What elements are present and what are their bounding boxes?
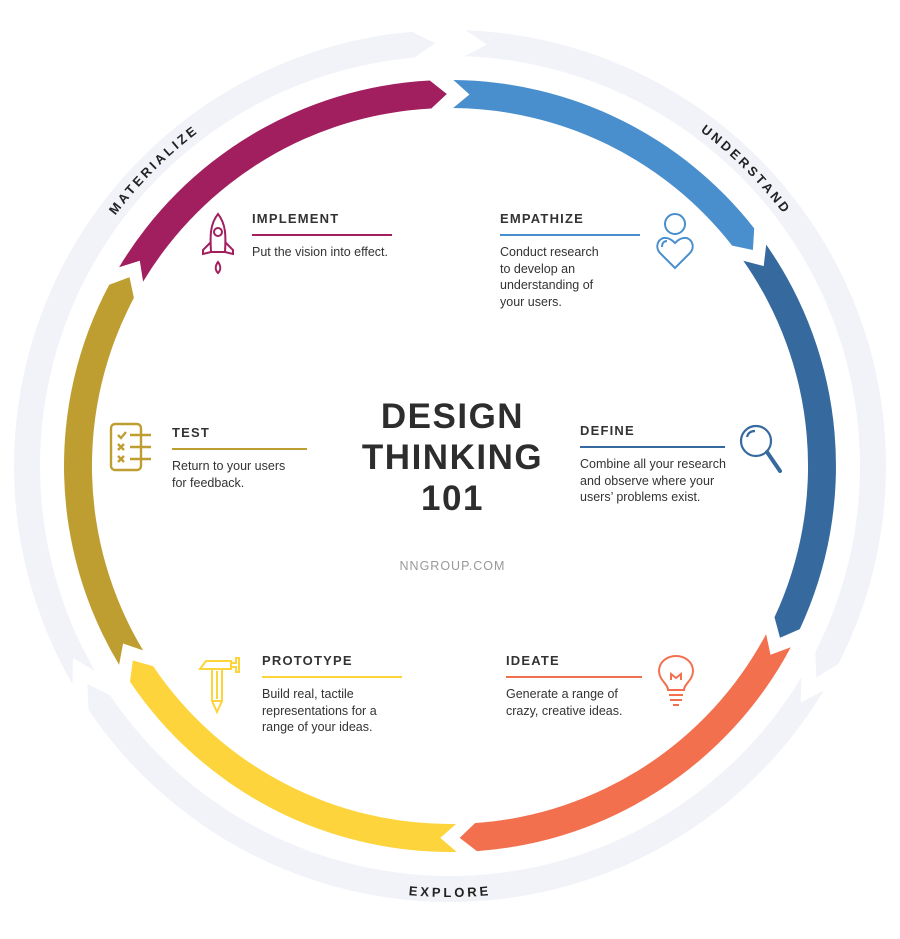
stage-desc-line: Conduct research [500,245,599,259]
stage-desc-line: Put the vision into effect. [252,245,388,259]
stage-arc-empathize [453,80,755,250]
phase-arc-materialize [14,31,436,684]
stage-desc-line: users’ problems exist. [580,490,701,504]
stage-title: IMPLEMENT [252,211,340,226]
person-heart-icon [656,213,694,270]
phase-arc-understand [464,30,886,678]
phase-arc-explore [87,677,824,903]
stage-desc-line: and observe where your [580,473,715,488]
stage-implement: IMPLEMENT Put the vision into effect. [252,211,392,261]
stage-arc-define [743,244,836,638]
stage-desc-line: representations for a [262,703,377,718]
stage-desc-line: your users. [500,294,562,309]
checklist-icon [109,422,151,472]
stage-title: PROTOTYPE [262,653,353,668]
stage-define: DEFINE Combine all your research and obs… [580,423,726,506]
divider [500,234,640,236]
stage-desc-line: Combine all your research [580,457,726,471]
divider [252,234,392,236]
lightbulb-icon [657,654,695,706]
stage-test: TEST Return to your users for feedback. [172,425,307,491]
phase-label-explore: EXPLORE [408,883,492,900]
divider [580,446,725,448]
stage-desc-line: Generate a range of [506,687,618,701]
rocket-icon [202,212,234,275]
stage-desc-line: crazy, creative ideas. [506,703,623,718]
divider [172,448,307,450]
source-site: NNGROUP.COM [399,559,506,573]
stage-title: IDEATE [506,653,560,668]
diagram-title: DESIGN THINKING 101 NNGROUP.COM [300,396,605,573]
stage-title: DEFINE [580,423,635,438]
magnifier-icon [739,424,782,473]
stage-desc-line: range of your ideas. [262,720,373,734]
stage-arc-implement [119,80,447,282]
stage-title: TEST [172,425,211,440]
title-line-1: DESIGN [380,397,525,436]
stage-ideate: IDEATE Generate a range of crazy, creati… [506,653,642,719]
stage-arc-test [63,277,144,665]
hammer-nail-icon [198,657,240,715]
stage-desc-line: Build real, tactile [262,687,354,701]
divider [506,676,642,678]
title-line-2: THINKING [361,438,544,477]
divider [262,676,402,678]
stage-desc-line: for feedback. [172,475,245,490]
title-line-3: 101 [421,479,484,518]
stage-desc-line: understanding of [500,278,594,292]
stage-title: EMPATHIZE [500,211,584,226]
stage-arc-prototype [130,660,457,852]
stage-arc-ideate [459,634,791,852]
stage-desc-line: Return to your users [172,459,286,473]
stage-desc-line: to develop an [500,261,576,276]
stage-empathize: EMPATHIZE Conduct research to develop an… [500,211,640,310]
stage-prototype: PROTOTYPE Build real, tactile representa… [262,653,402,736]
